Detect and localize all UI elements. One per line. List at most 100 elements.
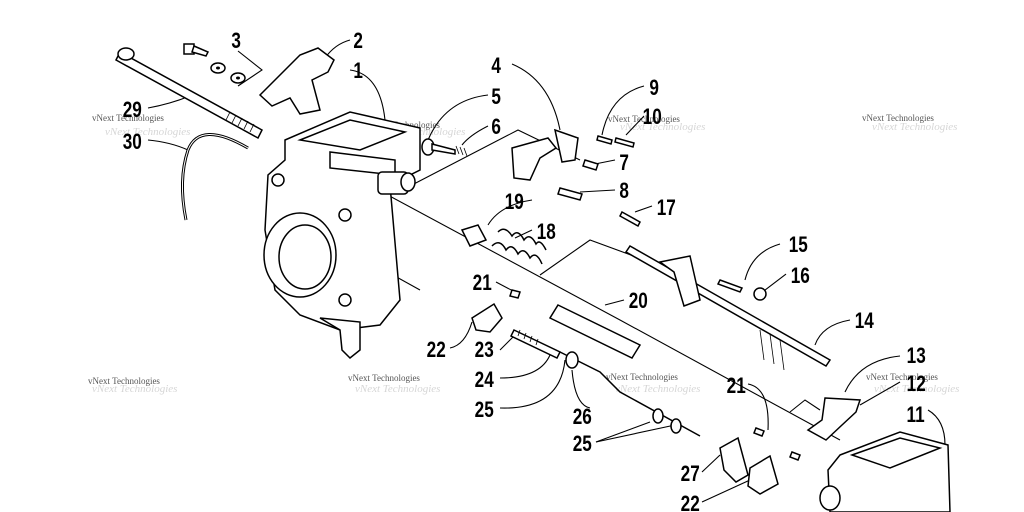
watermark-ghost: vNext Technologies — [355, 383, 440, 395]
part-throttle-cam — [511, 137, 558, 181]
leader-14 — [814, 319, 851, 346]
axis-mid — [539, 239, 651, 276]
callout-label: 14 — [855, 309, 874, 334]
watermark: vNext Technologies — [606, 372, 678, 382]
leader-18 — [514, 229, 533, 239]
watermarks: vNext Technologies vNext Technologies vN… — [88, 113, 959, 395]
callout-label: 15 — [789, 233, 808, 258]
leader-22b — [701, 479, 751, 503]
callout-label: 4 — [491, 54, 501, 79]
leader-25b-2 — [595, 424, 676, 443]
part-bracket-13 — [806, 397, 862, 441]
callout-label: 21 — [473, 271, 492, 296]
part-screw-7 — [582, 159, 599, 171]
part-carburetor — [263, 111, 421, 360]
callout-labels: 3 2 1 4 5 6 7 8 9 10 11 12 13 14 15 16 1… — [123, 29, 926, 512]
part-screw-15 — [716, 279, 744, 293]
part-screw-21a — [509, 289, 521, 299]
leader-8 — [579, 189, 616, 193]
leader-25a — [499, 359, 566, 409]
axis-main — [344, 171, 841, 441]
leader-4 — [511, 63, 561, 131]
leader-21b — [747, 383, 769, 431]
leader-9 — [601, 85, 645, 136]
watermark-ghost: vNext Technologies — [620, 121, 705, 133]
watermark: vNext Technologies — [88, 376, 160, 386]
callout-label: 23 — [475, 338, 494, 363]
leader-12 — [859, 381, 901, 406]
callout-label: 19 — [505, 190, 524, 215]
callout-label: 17 — [657, 196, 676, 221]
part-screw-21b-2 — [789, 451, 801, 461]
leader-15 — [744, 243, 781, 281]
part-carburetor-2 — [819, 431, 951, 512]
part-screw-21b-1 — [753, 427, 765, 437]
callout-label: 10 — [643, 105, 662, 130]
part-cable-clamp — [471, 302, 503, 333]
part-cable-bracket — [258, 47, 335, 115]
watermark: vNext Technologies — [348, 373, 420, 383]
part-throttle-cable — [509, 329, 701, 437]
callout-label: 6 — [491, 115, 501, 140]
watermark: vNext Technologies — [866, 372, 938, 382]
callout-label: 30 — [123, 130, 142, 155]
callout-label: 25 — [573, 432, 592, 457]
part-throttle-shaft — [624, 245, 832, 371]
callout-label: 18 — [537, 220, 556, 245]
callout-label: 1 — [353, 59, 363, 84]
leader-24 — [499, 354, 551, 379]
leader-5 — [427, 94, 489, 141]
watermark: vNext Technologies — [608, 114, 680, 124]
part-adjust-screw — [421, 138, 468, 157]
leader-11 — [927, 409, 946, 446]
watermark-ghost: vNext Technologies — [874, 383, 959, 395]
part-bushing — [460, 224, 488, 247]
part-bracket-22b — [747, 454, 779, 495]
axis-right — [789, 399, 821, 413]
leader-26 — [571, 369, 591, 409]
leader-19 — [487, 199, 533, 226]
part-washer-16 — [753, 287, 767, 301]
callout-label: 24 — [475, 368, 494, 393]
callout-label: 20 — [629, 289, 648, 314]
leader-16 — [764, 273, 787, 291]
leader-17 — [634, 205, 653, 213]
callout-label: 26 — [573, 405, 592, 430]
callout-label: 2 — [353, 29, 363, 54]
part-screw-8 — [557, 187, 583, 201]
callout-label: 29 — [123, 98, 142, 123]
leader-6 — [461, 125, 489, 146]
watermark-ghost: vNext Technologies — [872, 121, 957, 133]
watermark-ghost: vNext Technologies — [615, 383, 700, 395]
callout-label: 22 — [427, 338, 446, 363]
callout-label: 12 — [907, 372, 926, 397]
leader-3 — [237, 50, 263, 87]
leader-20 — [604, 299, 625, 306]
callout-label: 11 — [907, 403, 925, 428]
callout-label: 25 — [475, 398, 494, 423]
part-bracket-27 — [719, 436, 749, 483]
callout-label: 8 — [619, 179, 629, 204]
callout-label: 5 — [491, 85, 501, 110]
watermark-ghost: vNext Technologies — [105, 126, 190, 138]
leader-30 — [147, 139, 189, 151]
part-vent-tube-inner — [181, 134, 249, 221]
watermark: vNext Technologies — [92, 113, 164, 123]
callout-label: 3 — [231, 29, 241, 54]
leader-13 — [844, 355, 901, 393]
part-screw-10 — [614, 137, 635, 148]
part-screw-9 — [596, 135, 613, 145]
part-screw-washers — [183, 43, 246, 84]
leader-1 — [349, 69, 386, 121]
leader-10 — [625, 115, 645, 136]
part-sleeve — [548, 304, 642, 359]
part-long-bolt — [115, 47, 263, 140]
part-vent-tube — [180, 133, 249, 221]
watermark-ghost: vNext Technologies — [92, 383, 177, 395]
callout-label: 22 — [681, 492, 700, 512]
callout-label: 7 — [619, 151, 629, 176]
part-screw-17 — [619, 210, 641, 228]
callout-label: 9 — [649, 76, 659, 101]
leader-25b-1 — [595, 421, 651, 443]
